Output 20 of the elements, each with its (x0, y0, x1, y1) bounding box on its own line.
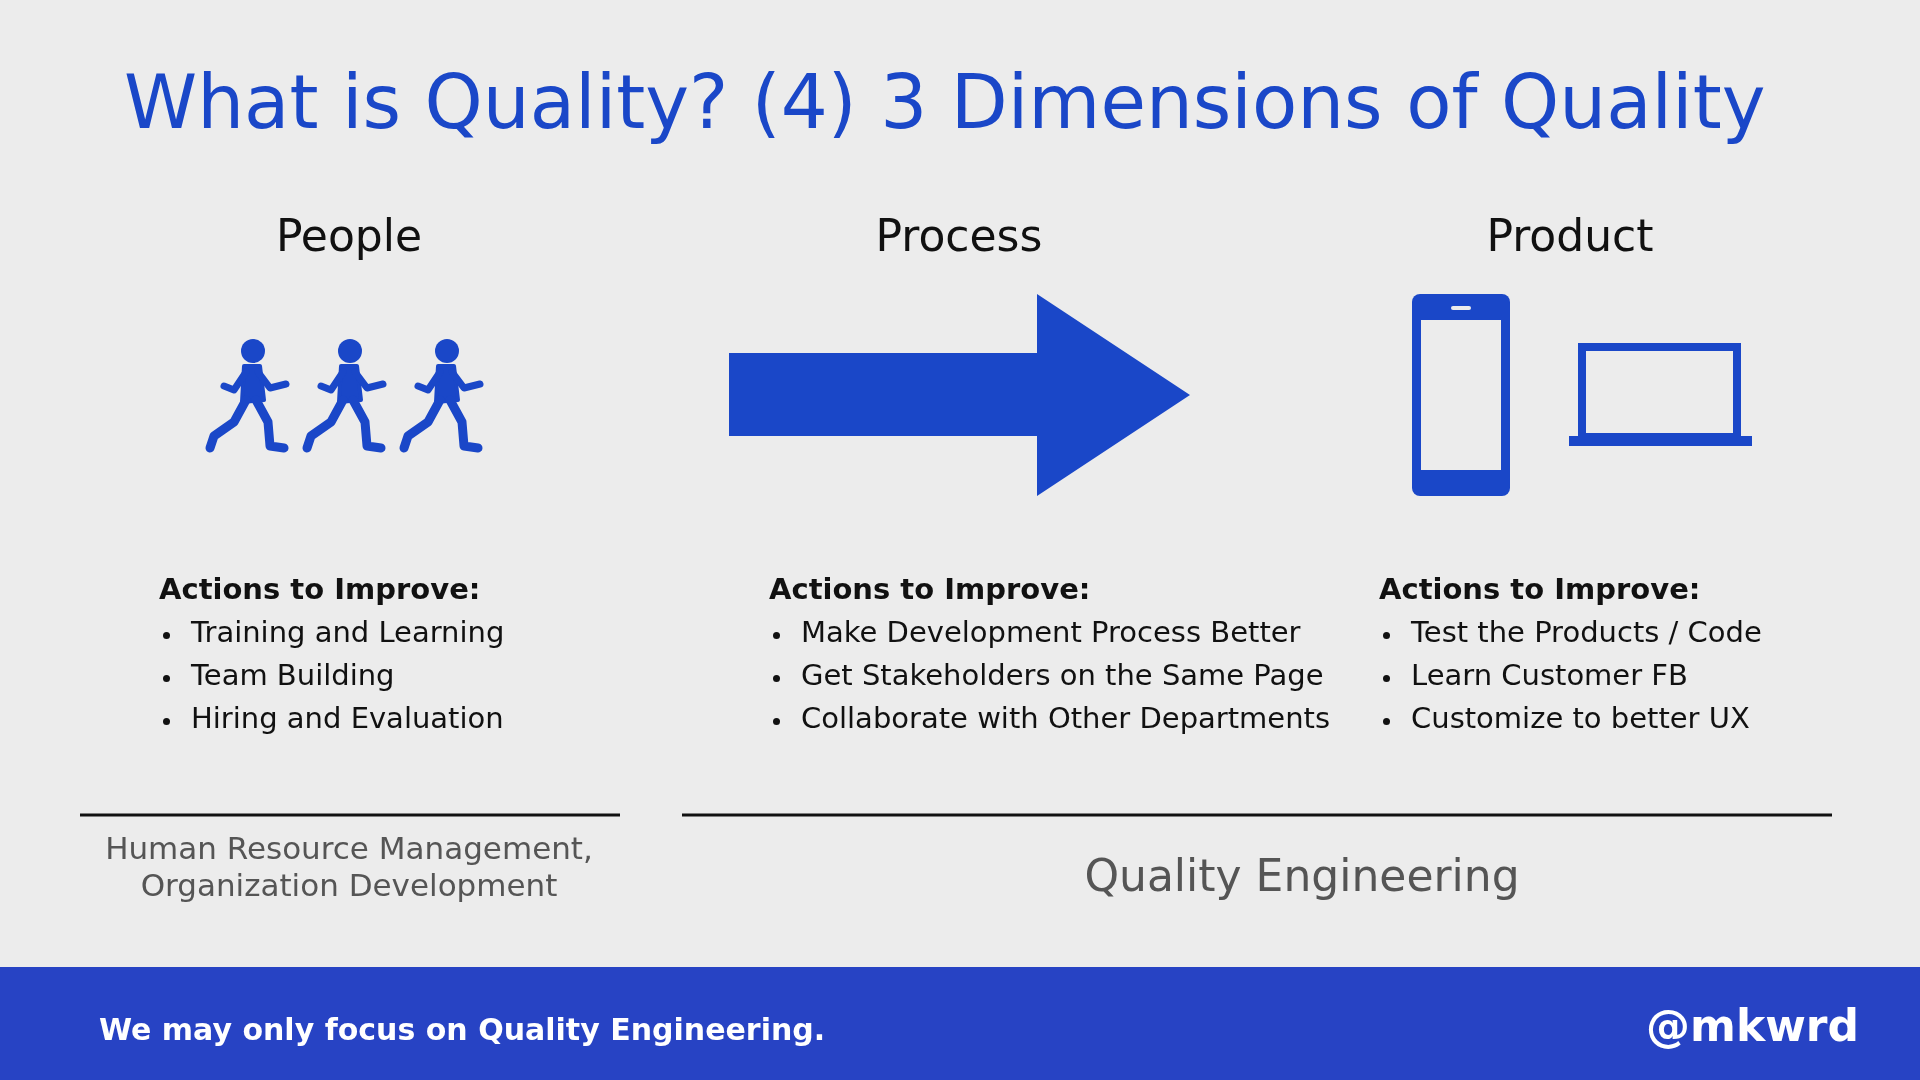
bullet-item: Learn Customer FB (1411, 658, 1688, 693)
bullet-item: Customize to better UX (1411, 701, 1750, 736)
bullet-item: Training and Learning (191, 615, 505, 650)
bullet-item: Team Building (191, 658, 395, 693)
bullet-item: Get Stakeholders on the Same Page (801, 658, 1324, 693)
footer-note: We may only focus on Quality Engineering. (99, 1012, 826, 1048)
actions-heading: Actions to Improve: (769, 572, 1091, 607)
bullet-item: Collaborate with Other Departments (801, 701, 1331, 736)
actions-heading: Actions to Improve: (1379, 572, 1701, 607)
column-heading: People (275, 210, 423, 263)
department-note: Human Resource Management, Organization Development (104, 830, 594, 905)
bullet-item: Test the Products / Code (1411, 615, 1762, 650)
department-note: Quality Engineering (1084, 850, 1520, 903)
social-handle: @mkwrd (1646, 1000, 1859, 1053)
slide-title: What is Quality? (4) 3 Dimensions of Quality (124, 58, 1766, 147)
bullet-item: Make Development Process Better (801, 615, 1301, 650)
actions-heading: Actions to Improve: (159, 572, 481, 607)
column-heading: Process (875, 210, 1043, 263)
bullet-item: Hiring and Evaluation (191, 701, 504, 736)
column-heading: Product (1486, 210, 1654, 263)
